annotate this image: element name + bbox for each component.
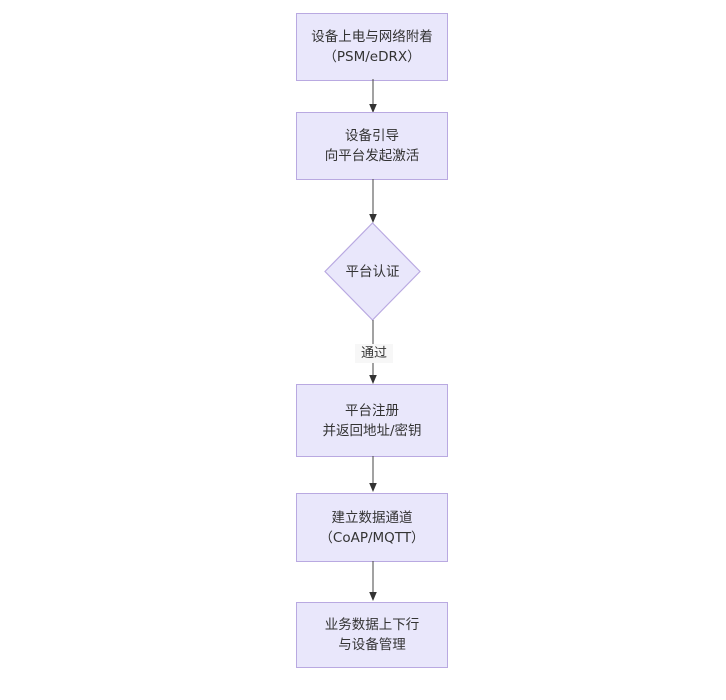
connector-data-channel-to-service-data: [369, 561, 377, 601]
node-platform-register-line1: 平台注册: [345, 402, 399, 419]
node-data-channel[interactable]: 建立数据通道 （CoAP/MQTT）: [296, 493, 448, 562]
node-bootstrap-line1: 设备引导: [345, 128, 399, 144]
connector-bootstrap-to-platform-auth: [369, 179, 377, 223]
node-platform-register-line2: 并返回地址/密钥: [322, 422, 422, 439]
node-platform-auth[interactable]: 平台认证: [324, 222, 421, 321]
node-power-on-line2: （PSM/eDRX）: [323, 49, 421, 65]
node-service-data-line2: 与设备管理: [338, 637, 406, 653]
node-platform-auth-label: 平台认证: [345, 263, 400, 280]
node-bootstrap[interactable]: 设备引导 向平台发起激活: [296, 112, 448, 180]
edge-label-pass: 通过: [355, 344, 393, 363]
node-power-on-line1: 设备上电与网络附着: [311, 29, 433, 45]
connector-power-on-to-bootstrap: [369, 79, 377, 113]
node-data-channel-line2: （CoAP/MQTT）: [319, 529, 425, 546]
node-service-data-line1: 业务数据上下行: [324, 617, 420, 633]
node-service-data[interactable]: 业务数据上下行 与设备管理: [296, 602, 448, 668]
node-bootstrap-line2: 向平台发起激活: [324, 148, 420, 164]
node-data-channel-line1: 建立数据通道: [331, 509, 413, 526]
node-platform-register[interactable]: 平台注册 并返回地址/密钥: [296, 384, 448, 457]
connector-register-to-data-channel: [369, 456, 377, 492]
node-power-on[interactable]: 设备上电与网络附着 （PSM/eDRX）: [296, 13, 448, 81]
